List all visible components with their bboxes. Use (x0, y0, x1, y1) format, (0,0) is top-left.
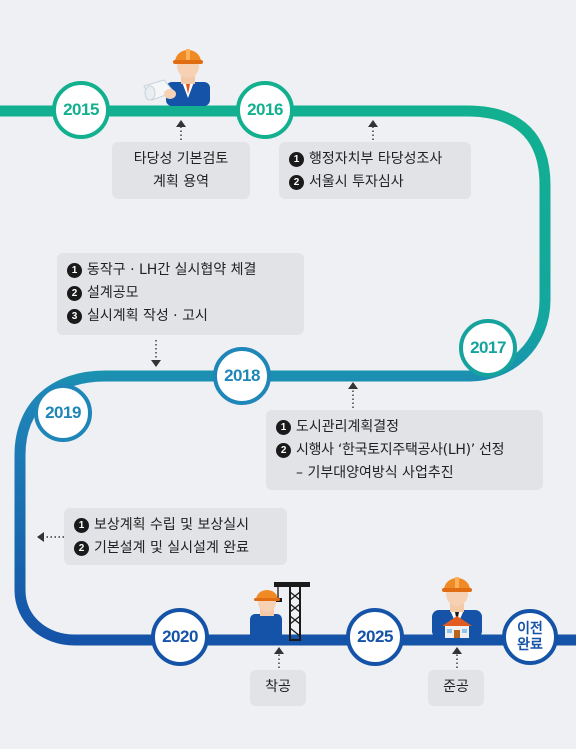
end-line1: 이전 (517, 621, 543, 637)
event-2017-item2-text: 설계공모 (87, 285, 139, 301)
marker-1: 1 (276, 420, 291, 435)
event-box-2025: 준공 (428, 670, 484, 706)
arrow-2025 (452, 647, 462, 654)
year-2017: 2017 (459, 319, 517, 377)
event-box-2019: 1 보상계획 수립 및 보상실시 2 기본설계 및 실시설계 완료 (64, 508, 287, 565)
event-box-2015: 타당성 기본검토 계획 용역 (112, 142, 250, 199)
connector-arrows (37, 120, 462, 654)
event-box-2020: 착공 (250, 670, 306, 706)
year-2020: 2020 (151, 608, 209, 666)
event-2017-item1: 1 동작구 · LH간 실시협약 체결 (67, 259, 294, 282)
marker-2: 2 (289, 175, 304, 190)
marker-2: 2 (74, 541, 89, 556)
event-2020-label: 착공 (265, 679, 291, 695)
event-2018-item2-text: 시행사 ‘한국토지주택공사(LH)’ 선정 (296, 442, 505, 458)
event-2016-item1-text: 행정자치부 타당성조사 (309, 151, 443, 167)
marker-3: 3 (67, 309, 82, 324)
end-line2: 완료 (517, 637, 543, 653)
event-2018-item2-cont: – 기부대양여방식 사업추진 (296, 465, 454, 481)
arrow-2020 (274, 647, 284, 654)
event-2019-item1: 1 보상계획 수립 및 보상실시 (74, 514, 277, 537)
connectors (44, 126, 458, 668)
marker-1: 1 (289, 152, 304, 167)
arrow-2017 (151, 360, 161, 367)
year-2019: 2019 (34, 384, 92, 442)
event-2017-item2: 2 설계공모 (67, 282, 294, 305)
event-2018-item1-text: 도시관리계획결정 (296, 419, 400, 435)
year-2018: 2018 (213, 347, 271, 405)
relocation-complete-badge: 이전 완료 (502, 609, 558, 665)
event-2025-label: 준공 (443, 679, 469, 695)
event-2015-line2: 계획 용역 (153, 174, 209, 190)
arrow-2015 (176, 120, 186, 127)
event-2017-item3-text: 실시계획 작성 · 고시 (87, 308, 208, 324)
event-2017-item3: 3 실시계획 작성 · 고시 (67, 305, 294, 328)
marker-1: 1 (67, 263, 82, 278)
event-2016-item2: 2 서울시 투자심사 (289, 171, 461, 194)
event-2018-item1: 1 도시관리계획결정 (276, 416, 533, 439)
event-2018-item2: 2 시행사 ‘한국토지주택공사(LH)’ 선정 (276, 439, 533, 462)
engineer-with-house-icon (432, 577, 482, 638)
event-2019-item2: 2 기본설계 및 실시설계 완료 (74, 537, 277, 560)
event-2019-item1-text: 보상계획 수립 및 보상실시 (94, 517, 250, 533)
event-box-2018: 1 도시관리계획결정 2 시행사 ‘한국토지주택공사(LH)’ 선정 – 기부대양여… (266, 410, 543, 490)
marker-2: 2 (67, 286, 82, 301)
event-box-2017: 1 동작구 · LH간 실시협약 체결 2 설계공모 3 실시계획 작성 · 고시 (57, 253, 304, 335)
event-2019-item2-text: 기본설계 및 실시설계 완료 (94, 540, 250, 556)
arrow-2018 (348, 382, 358, 389)
event-2017-item1-text: 동작구 · LH간 실시협약 체결 (87, 262, 257, 278)
event-2016-item1: 1 행정자치부 타당성조사 (289, 148, 461, 171)
event-2016-item2-text: 서울시 투자심사 (309, 174, 404, 190)
timeline-road (0, 105, 576, 646)
marker-2: 2 (276, 443, 291, 458)
engineer-with-blueprint-icon (143, 49, 210, 106)
year-2015: 2015 (52, 81, 110, 139)
event-2015-line1: 타당성 기본검토 (133, 151, 229, 167)
year-2025: 2025 (346, 608, 404, 666)
worker-with-crane-icon (250, 582, 310, 641)
event-box-2016: 1 행정자치부 타당성조사 2 서울시 투자심사 (279, 142, 471, 199)
marker-1: 1 (74, 518, 89, 533)
year-2016: 2016 (236, 81, 294, 139)
arrow-2016 (368, 120, 378, 127)
arrow-2019 (37, 532, 44, 542)
